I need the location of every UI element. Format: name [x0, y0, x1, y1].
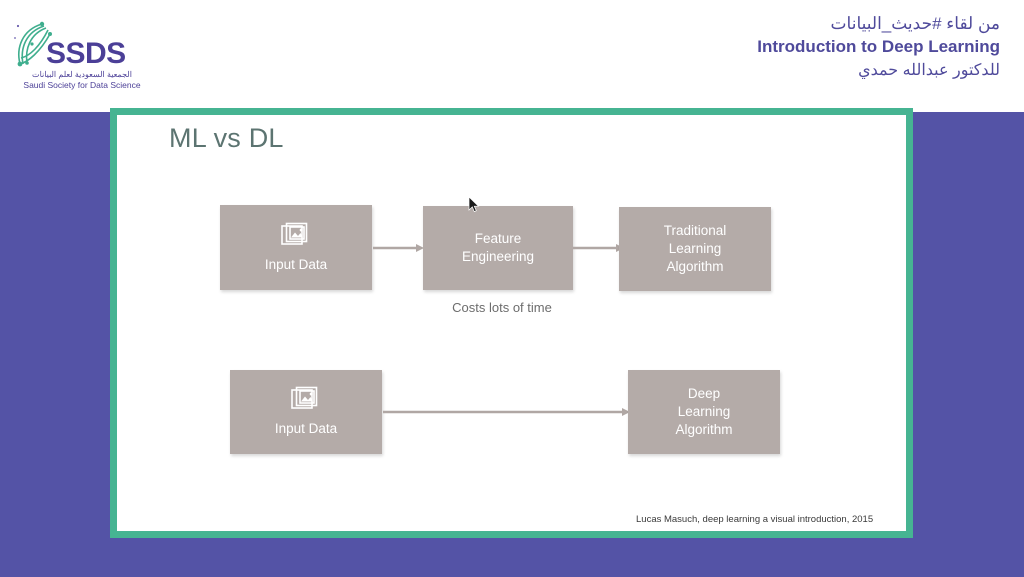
- ssds-logo: SSDS الجمعية السعودية لعلم البيانات Saud…: [12, 18, 142, 92]
- header-english-title: Introduction to Deep Learning: [757, 37, 1000, 56]
- attribution-text: Lucas Masuch, deep learning a visual int…: [636, 514, 874, 525]
- ssds-logo-mark: [14, 21, 52, 67]
- arrow-input-to-feature-icon: [373, 244, 424, 252]
- header-title-block: من لقاء #حديث_البيانات Introduction to D…: [757, 12, 1000, 82]
- feature-engineering-box[interactable]: Feature Engineering: [423, 206, 573, 290]
- ssds-arabic-name: الجمعية السعودية لعلم البيانات: [32, 70, 132, 79]
- ml-input-data-label: Input Data: [264, 256, 328, 272]
- deep-learning-algorithm-box[interactable]: Deep Learning Algorithm: [628, 370, 780, 454]
- ssds-english-name: Saudi Society for Data Science: [23, 80, 141, 90]
- image-stack-icon: [281, 222, 308, 245]
- arrow-input-to-deep-learning-icon: [383, 408, 630, 416]
- slide-title: ML vs DL: [169, 123, 284, 153]
- costs-lots-of-time-caption: Costs lots of time: [452, 300, 552, 315]
- feature-engineering-label: Feature Engineering: [461, 231, 535, 264]
- ssds-wordmark: SSDS: [46, 37, 126, 70]
- header-arabic-bottom: للدكتور عبدالله حمدي: [858, 62, 1000, 79]
- traditional-learning-algorithm-box[interactable]: Traditional Learning Algorithm: [619, 207, 771, 291]
- slide-card: ML vs DL Input Data Feature: [110, 108, 913, 538]
- header-bar: [0, 0, 1024, 112]
- traditional-learning-algorithm-label: Traditional Learning Algorithm: [663, 223, 727, 274]
- dl-input-data-label: Input Data: [274, 421, 338, 436]
- dl-input-data-box[interactable]: Input Data: [230, 370, 382, 454]
- header-arabic-top: من لقاء #حديث_البيانات: [830, 14, 1000, 33]
- arrow-feature-to-algorithm-icon: [573, 244, 624, 252]
- ml-input-data-box[interactable]: Input Data: [220, 205, 372, 290]
- slide-content: ML vs DL Input Data Feature: [117, 115, 906, 531]
- image-stack-icon: [291, 386, 318, 409]
- deep-learning-algorithm-label: Deep Learning Algorithm: [675, 386, 733, 437]
